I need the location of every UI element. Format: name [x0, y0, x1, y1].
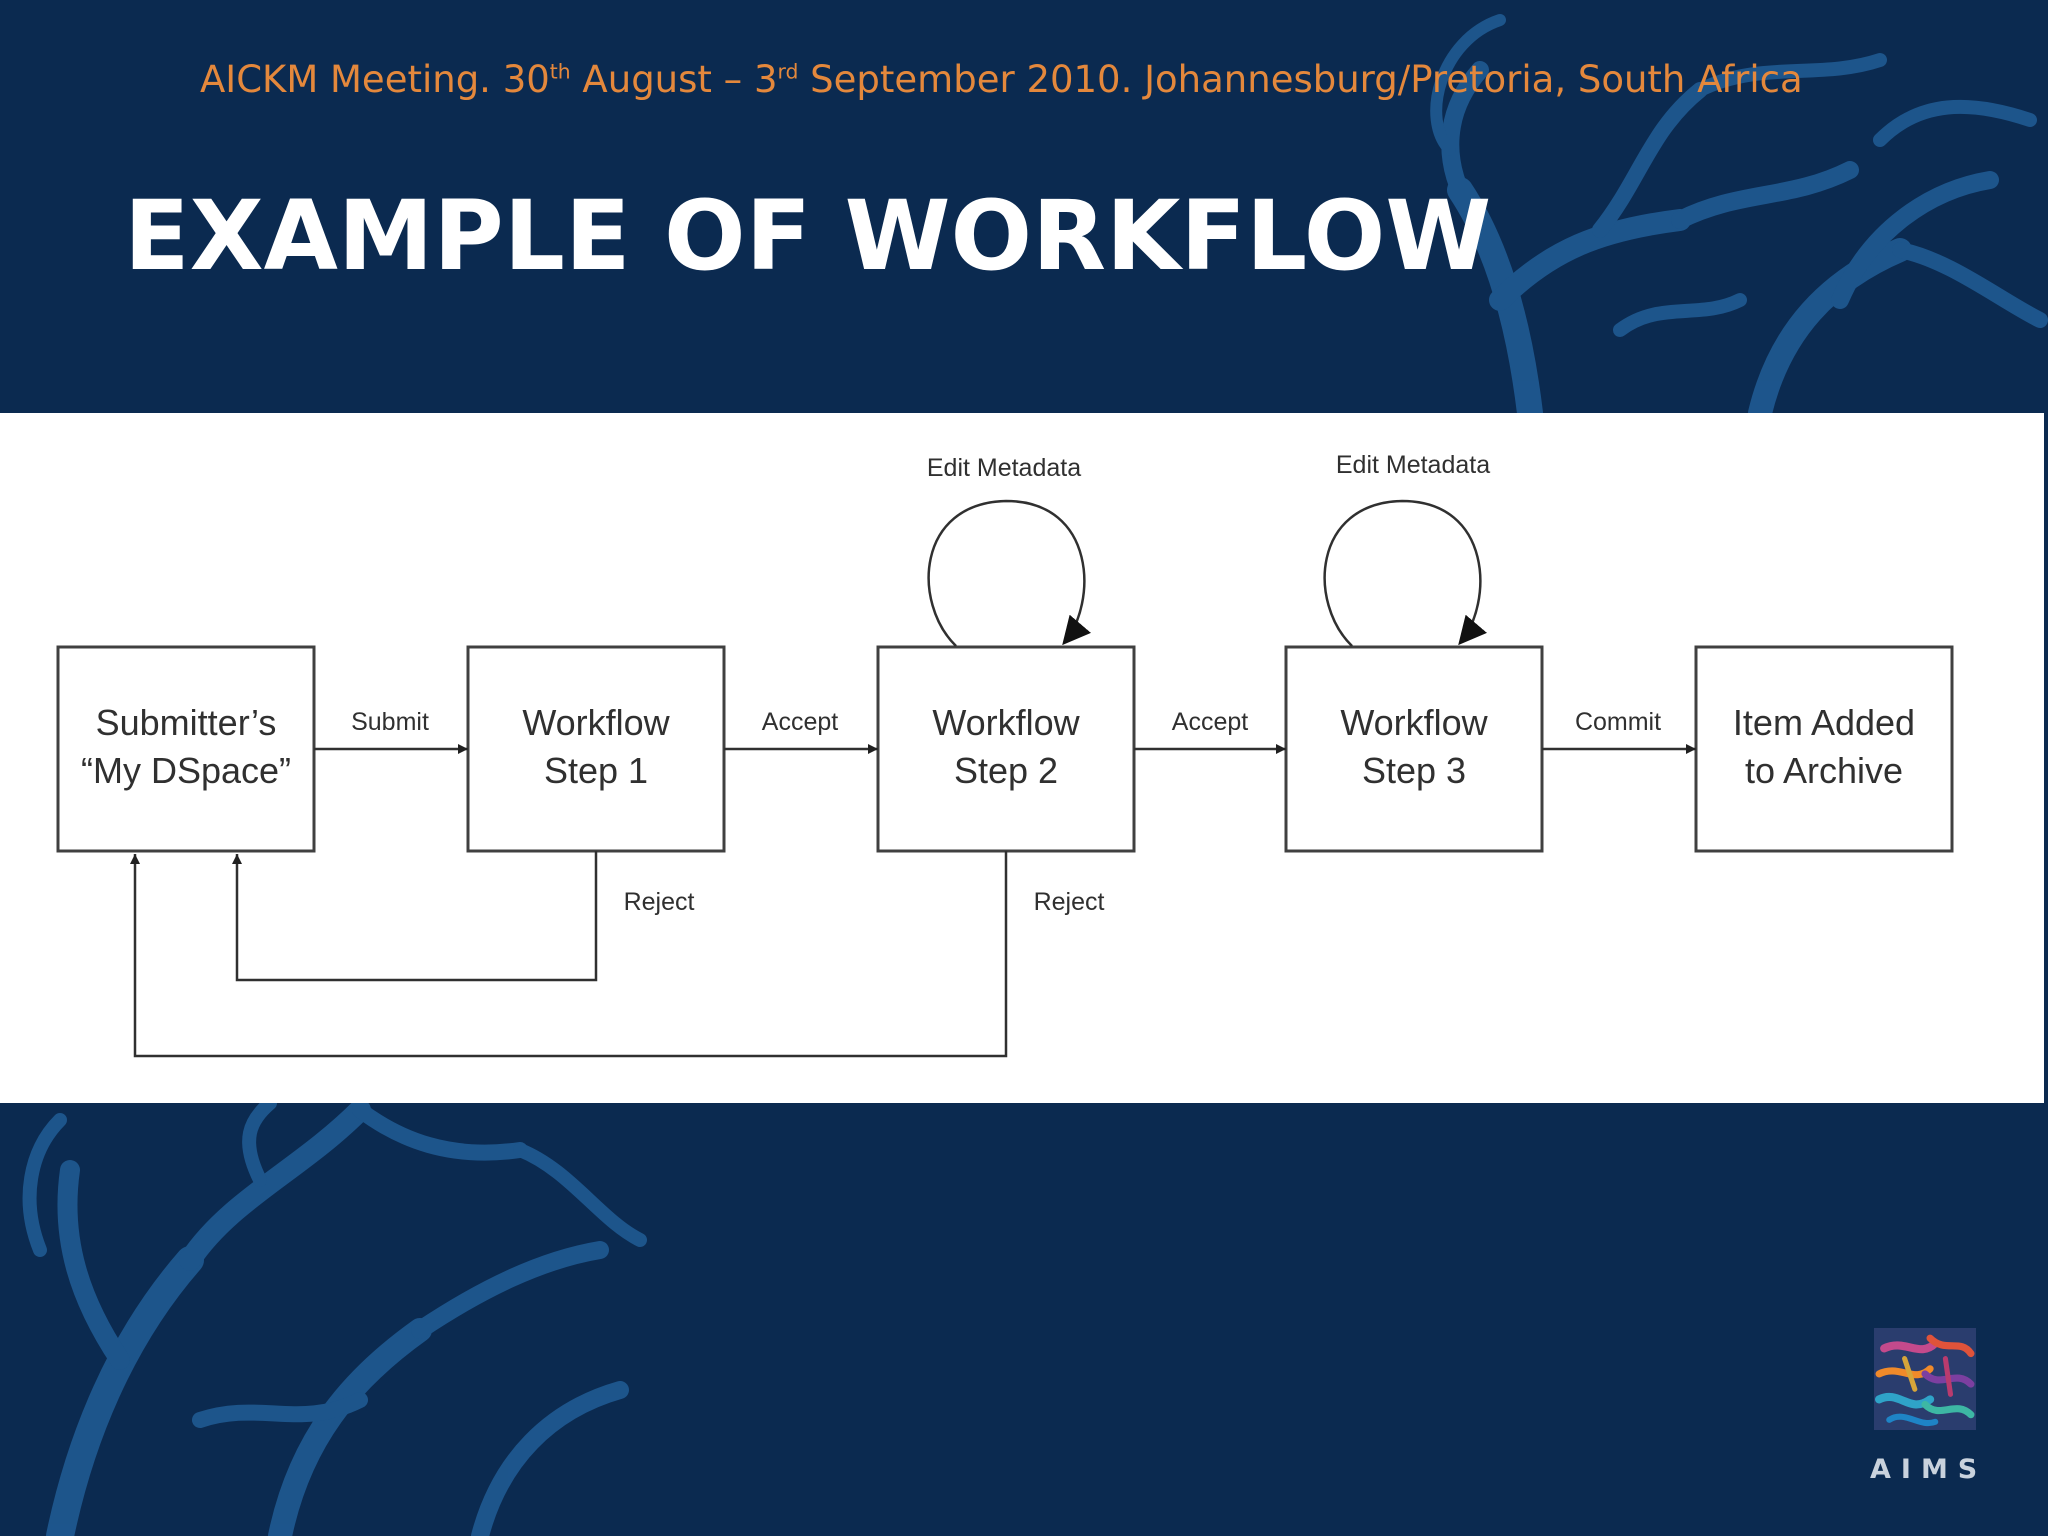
header-middle: August – 3	[570, 58, 778, 101]
edge-reject1-label: Reject	[624, 888, 695, 916]
node-step2-box	[876, 645, 1136, 853]
edge-commit-label: Commit	[1575, 708, 1661, 736]
aims-logo-mark	[1874, 1328, 1976, 1430]
edge-edit-metadata-step2-label: Edit Metadata	[927, 454, 1081, 482]
header-sup-rd: rd	[777, 59, 799, 84]
edge-submit-label: Submit	[351, 708, 429, 736]
node-step3-box	[1284, 645, 1544, 853]
edge-reject2-line	[130, 851, 1008, 1058]
aims-logo: AIMS	[1870, 1328, 1980, 1485]
node-my-dspace-label: Submitter’s“My DSpace”	[81, 702, 291, 791]
edge-accept1-label: Accept	[762, 708, 838, 736]
slide-title: EXAMPLE OF WORKFLOW	[124, 180, 1492, 292]
header-sup-th: th	[549, 59, 571, 84]
edge-reject2-label: Reject	[1034, 888, 1105, 916]
edge-accept2-label: Accept	[1172, 708, 1248, 736]
edge-edit-metadata-step3-label: Edit Metadata	[1336, 451, 1490, 479]
node-my-dspace-box	[56, 645, 316, 853]
node-archive-box	[1694, 645, 1954, 853]
self-loop-step3	[1323, 499, 1487, 647]
self-loop-step2	[927, 499, 1091, 647]
edge-reject1-line	[232, 851, 598, 982]
node-step1-box	[466, 645, 726, 853]
header-prefix: AICKM Meeting. 30	[200, 58, 550, 101]
meeting-header: AICKM Meeting. 30th August – 3rd Septemb…	[200, 58, 1840, 101]
aims-logo-text: AIMS	[1870, 1454, 1988, 1485]
header-suffix: September 2010. Johannesburg/Pretoria, S…	[798, 58, 1803, 101]
